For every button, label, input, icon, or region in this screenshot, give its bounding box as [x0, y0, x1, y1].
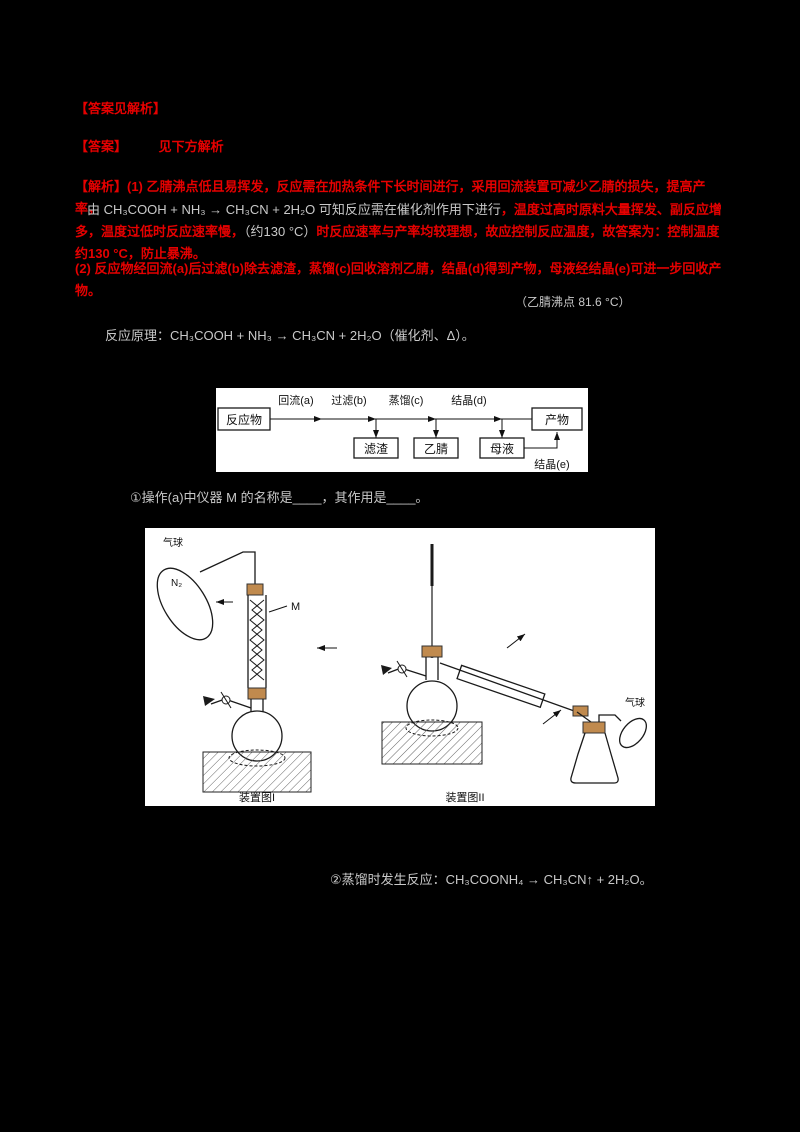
question-1: ①操作(a)中仪器 M 的名称是____，其作用是____。 — [130, 490, 429, 505]
stopcock2-bar — [396, 660, 408, 678]
mother-liquor-label: 母液 — [490, 441, 514, 456]
condenser-jacket — [456, 664, 546, 709]
process-flowchart-panel: 反应物 回流(a) 过滤(b) 蒸馏(c) 结晶(d) 产物 滤渣 乙腈 母液 … — [216, 388, 588, 472]
product-box — [531, 407, 583, 431]
process-flowchart: 反应物 回流(a) 过滤(b) 蒸馏(c) 结晶(d) 产物 滤渣 乙腈 母液 … — [217, 393, 583, 471]
condenser2-water-out-arrow — [506, 633, 526, 649]
apparatus-2: 气球 装置图II — [381, 544, 647, 804]
m-leader-line — [268, 605, 288, 613]
apparatus-1: 气球 N₂ M — [156, 536, 337, 804]
stopcock1-bar — [220, 691, 232, 709]
balloon-right-label: 气球 — [625, 696, 645, 709]
figure-2-caption: 装置图II — [445, 791, 484, 804]
n2-label: N₂ — [171, 578, 182, 589]
answer-value: 见下方解析 — [158, 139, 224, 154]
product-label: 产物 — [545, 413, 569, 427]
answer-line: 【答案】 见下方解析 — [75, 136, 224, 158]
cork-middle — [247, 687, 267, 700]
cork-adapter — [572, 705, 589, 717]
residue-label: 滤渣 — [364, 442, 388, 456]
acetonitrile-label: 乙腈 — [424, 442, 448, 456]
analysis-paragraph-2: 由 CH₃COOH + NH₃ → CH₃CN + 2H₂O 可知反应需在催化剂… — [75, 199, 723, 265]
analysis-red-1: ，温度过高时原料大量挥发、副反应增多，温度过低时反应速率慢， — [75, 202, 722, 240]
apparatus-panel: 气球 N₂ M — [145, 528, 655, 806]
step-reflux-label: 回流(a) — [278, 393, 313, 407]
balloon-right-tube — [598, 714, 622, 722]
adapter-tube — [576, 711, 592, 723]
erlenmeyer-flask — [570, 732, 619, 784]
analysis-paragraph-3: (2) 反应物经回流(a)后过滤(b)除去滤渣，蒸馏(c)回收溶剂乙腈，结晶(d… — [75, 261, 722, 299]
temperature-note: （约130 °C） — [244, 224, 317, 240]
answer-header: 【答案见解析】 — [75, 101, 167, 116]
analysis-paragraph-1: 【解析】(1) 乙腈沸点低且易挥发，反应需在加热条件下长时间进行，采用回流装置可… — [75, 179, 706, 217]
bath2-liquid-level — [405, 719, 459, 737]
stopcock1-handle — [203, 696, 215, 706]
figure-1-caption: 装置图I — [239, 791, 275, 804]
residue-box — [353, 437, 399, 459]
step-distill-label: 蒸馏(c) — [389, 393, 424, 407]
instrument-m-label: M — [291, 601, 300, 613]
recycle-arrow — [524, 432, 560, 449]
acetonitrile-box — [413, 437, 459, 459]
cork-top — [246, 583, 264, 596]
step-filter-label: 过滤(b) — [331, 394, 366, 407]
equation-1: 由 CH₃COOH + NH₃ → CH₃CN + 2H₂O 可知反应需在催化剂… — [87, 202, 501, 217]
condenser-bulbs-2 — [251, 599, 265, 681]
balloon-left-label: 气球 — [163, 536, 183, 549]
analysis-red-2: 时反应速率与产率均较理想，故应控制反应温度，故答案为：控制温度约130 °C，防… — [75, 224, 720, 262]
heating-bath-1 — [202, 751, 312, 793]
step-recrystallize-label: 结晶(e) — [534, 458, 569, 471]
cork-flask2 — [421, 645, 443, 658]
balloon-left-icon — [156, 567, 214, 641]
boiling-point-note: （乙腈沸点 81.6 °C） — [515, 295, 631, 309]
apparatus-diagrams: 气球 N₂ M — [156, 536, 647, 804]
stopcock2-handle — [381, 665, 392, 675]
answer-label: 【答案】 — [75, 139, 128, 154]
condenser2-water-in-arrow — [542, 709, 562, 725]
question-2: ②蒸馏时发生反应：CH₃COONH₄ → CH₃CN↑ + 2H₂O。 — [330, 872, 653, 887]
vapor-tube — [439, 662, 578, 713]
reactant-label: 反应物 — [226, 412, 262, 427]
bath1-liquid-level — [228, 749, 286, 767]
reaction-equation-line: 反应原理：CH₃COOH + NH₃ → CH₃CN + 2H₂O（催化剂、Δ）… — [105, 328, 475, 343]
step-crystallize-label: 结晶(d) — [451, 394, 486, 407]
heating-bath-2 — [381, 721, 483, 765]
balloon-right-icon — [619, 717, 647, 749]
gas-tube — [199, 551, 256, 584]
cork-receiver — [582, 721, 606, 734]
condenser-bulbs-1 — [249, 599, 263, 681]
